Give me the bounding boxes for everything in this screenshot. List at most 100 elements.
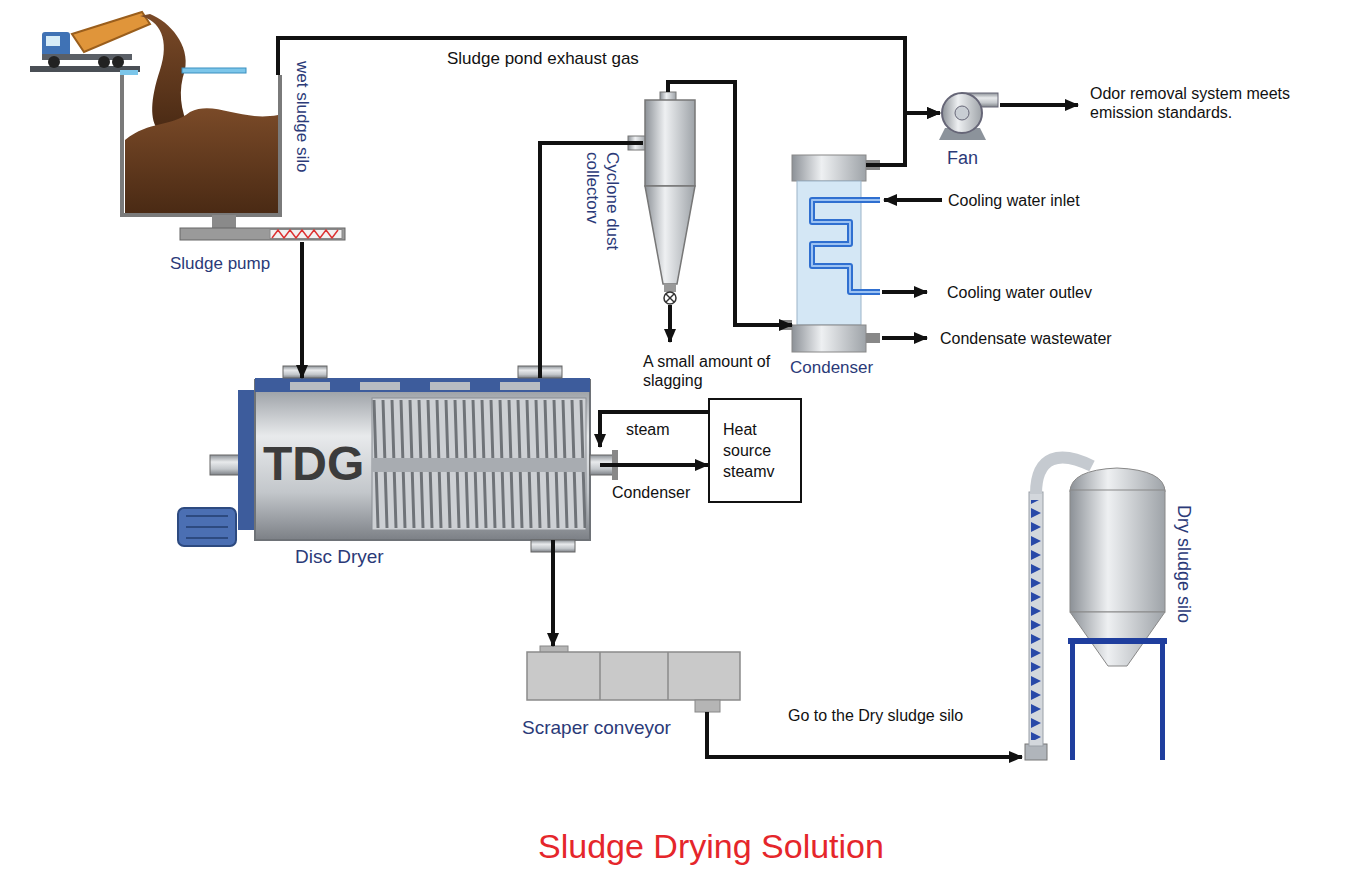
flow-connector [866,113,940,165]
dry-sludge-silo-drawing [1160,640,1165,760]
flow-connector [551,540,555,646]
condenser-drawing [882,336,927,340]
scraper-conveyor: Scraper conveyor [527,646,740,712]
dump-truck [30,12,150,75]
heat-source-box: Heat source steamv [708,398,802,503]
wet-sludge-silo-drawing [212,215,236,228]
scraper-conveyor-drawing [527,652,740,700]
wet-sludge-silo-drawing [125,108,278,213]
sludge-pump-drawing [180,228,345,240]
cyclone-drawing [666,294,674,302]
dry-sludge-silo-drawing [1029,492,1043,746]
cyclone-drawing [668,305,672,342]
note-label: Cooling water outlev [947,283,1092,302]
dump-truck [112,56,124,68]
condenser-drawing [792,325,866,352]
disc-dryer-drawing [178,508,236,546]
condenser: Condenser [792,155,866,352]
sludge-pump: Sludge pump [180,226,345,242]
brand-text: TDG [263,440,364,488]
disc-dryer-drawing [372,398,586,530]
cyclone-drawing [664,292,676,304]
wet-sludge-silo-drawing [182,68,246,73]
cyclone-drawing [645,186,695,284]
edge-label: steam [626,420,670,439]
equipment-label: wet sludge silo [292,61,312,173]
condenser-drawing [884,198,942,202]
note-label: Condensate wastewater [940,329,1112,348]
equipment-label: Cyclone dust collectorv [581,152,622,280]
dump-truck [72,12,150,52]
dry-sludge-silo-drawing [1029,500,1043,740]
scraper-conveyor-drawing [695,700,720,712]
equipment-label: Scraper conveyor [522,717,671,740]
scraper-conveyor-drawing [667,652,669,700]
disc-dryer-drawing [238,390,256,530]
flow-connector [300,242,304,378]
sludge-pump-drawing [270,230,342,239]
disc-dryer-drawing [186,526,228,528]
dump-truck [98,56,110,68]
cyclone-dust-collector: Cyclone dust collectorv [643,92,697,305]
wet-sludge-silo-drawing [122,75,280,215]
wet-sludge-silo-drawing [122,14,280,228]
condenser-drawing [792,155,866,181]
dry-sludge-silo-drawing [1070,468,1165,492]
disc-dryer: TDGDisc Dryer [255,378,600,540]
note-label: Odor removal system meets emission stand… [1090,84,1305,122]
disc-dryer-drawing [360,382,400,390]
dump-truck [46,36,60,46]
edge-label: Sludge pond exhaust gas [447,49,639,69]
flow-connector [600,412,708,447]
condenser-drawing [882,290,927,294]
fan-drawing [939,93,1078,140]
dry-sludge-silo-drawing [1068,638,1167,644]
dry-sludge-silo-drawing [1025,457,1167,760]
dump-truck [120,70,138,75]
note-label: A small amount of slagging [643,352,771,390]
cyclone-drawing [666,294,674,302]
scraper-conveyor-drawing [599,652,601,700]
disc-dryer-drawing [430,382,470,390]
disc-dryer-drawing [255,380,590,540]
condenser-drawing [812,200,880,292]
equipment-label: Fan [947,148,978,170]
cyclone-drawing [664,284,676,292]
fan: Fan [940,88,998,145]
sludge-pump-drawing [272,230,338,238]
sludge-pump-drawing [180,228,345,240]
disc-dryer-drawing [500,382,540,390]
condenser-drawing [866,333,880,343]
disc-dryer-drawing [178,366,618,552]
box-label: Heat source steamv [723,419,787,482]
dump-truck [48,56,60,68]
equipment-label: Disc Dryer [295,546,384,569]
disc-dryer-drawing [210,455,240,475]
edge-label: Condenser [612,483,690,502]
flow-connector [668,82,792,325]
disc-dryer-drawing [186,515,228,517]
equipment-label: Sludge pump [170,254,270,274]
equipment-label: Dry sludge silo [1172,505,1194,623]
disc-dryer-drawing [372,398,586,530]
disc-dryer-drawing [290,382,330,390]
wet-sludge-silo: wet sludge silo [122,75,280,215]
dry-sludge-silo: Dry sludge silo [1022,465,1170,762]
scraper-conveyor-drawing [527,646,740,712]
dry-sludge-silo-drawing [1070,640,1075,760]
flow-connector [278,38,940,113]
diagram-title: Sludge Drying Solution [538,826,884,867]
fan-drawing [942,93,982,133]
cyclone-drawing [628,92,695,342]
flow-connector [600,463,708,467]
edge-label: Go to the Dry sludge silo [788,706,963,725]
flow-connector [540,143,643,378]
dry-sludge-silo-drawing [1070,490,1165,612]
fan-drawing [955,106,969,120]
disc-dryer-drawing [186,537,228,539]
fan-drawing [1000,103,1078,107]
disc-dryer-drawing [255,378,590,392]
